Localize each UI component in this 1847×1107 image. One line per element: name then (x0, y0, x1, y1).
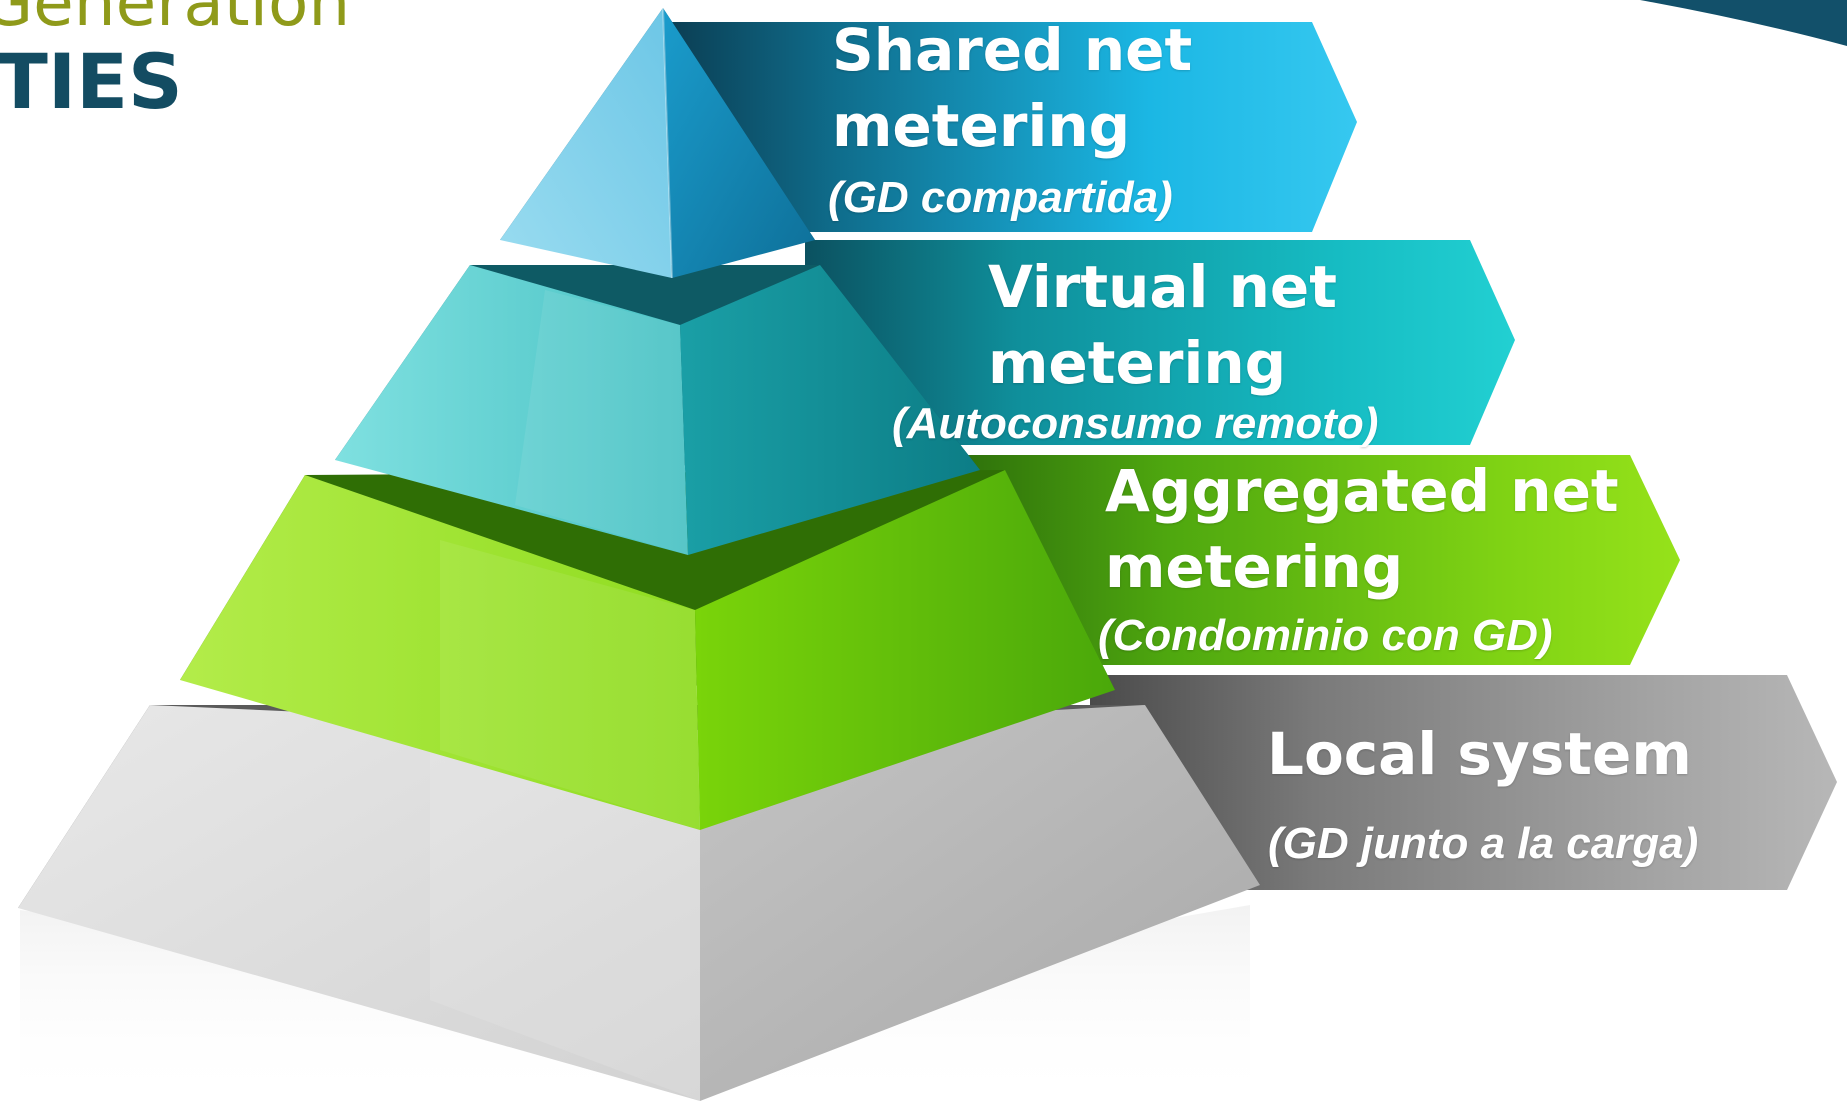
pyramid-tier-virtual (335, 265, 980, 555)
corner-accent-swoosh (1640, 0, 1847, 46)
virtual-title: Virtual net metering (988, 253, 1337, 397)
band-aggregated-net-metering (955, 455, 1680, 665)
aggregated-subtitle: (Condominio con GD) (1098, 611, 1553, 660)
header-title-caps: TIES (0, 37, 183, 126)
shared-subtitle: (GD compartida) (828, 173, 1173, 222)
band-shared-net-metering (665, 22, 1357, 232)
band-local-system (1090, 675, 1837, 890)
aggregated-title: Aggregated net metering (1105, 457, 1619, 601)
shared-title: Shared net metering (832, 16, 1193, 160)
header-title-fragment: Generation (0, 0, 351, 41)
pyramid-tier-shared (500, 7, 815, 279)
local-subtitle: (GD junto a la carga) (1268, 819, 1699, 868)
pyramid-tier-aggregated (180, 470, 1115, 830)
band-virtual-net-metering (805, 240, 1515, 445)
virtual-subtitle: (Autoconsumo remoto) (892, 399, 1379, 448)
local-title: Local system (1267, 720, 1692, 788)
